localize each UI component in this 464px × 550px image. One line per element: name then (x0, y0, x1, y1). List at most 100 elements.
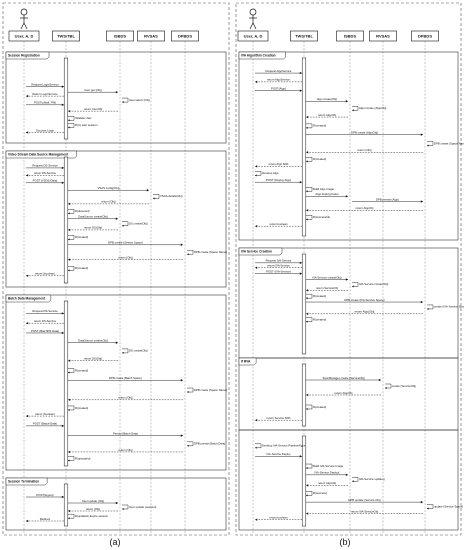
section-title: Session Termination (8, 480, 39, 484)
message-label: POST(uMail, PW) (34, 101, 56, 105)
message: return (boolean) (26, 412, 64, 418)
message-label: return AlgoObj (335, 391, 353, 395)
message: Request DS-Service (26, 309, 64, 315)
message: DPB create (Space Name) (427, 141, 464, 147)
message: DPB.update (Service Obj) (306, 498, 423, 504)
message: return DS(Obj) (68, 356, 118, 362)
message: R(created) (68, 405, 88, 411)
message: Return LoginService (26, 92, 64, 98)
message: return IVA-Service (255, 264, 302, 269)
message-label: DPB create (Stream Space) (108, 241, 143, 245)
message-label: Validate User (75, 116, 92, 120)
message: POST(logout) (26, 493, 64, 499)
section-title: Video Stream Data Source Management (8, 153, 69, 157)
message-label: Develop IVA-Service PipelineAlgos (262, 444, 306, 448)
message-label: POST (Deploy Algo) (266, 178, 291, 182)
message-label: return DS-Service (34, 319, 57, 323)
message: return (Obj) (68, 448, 183, 454)
message: return DS(Obj) (68, 226, 118, 232)
actor-figure-icon (249, 8, 257, 30)
message-label: IVA-Service create(Obj) (359, 282, 388, 286)
message: DS create(Obj) (122, 221, 148, 227)
actor-figure-icon (20, 8, 28, 30)
message: R(created) (306, 123, 326, 129)
message-label: R(created) (313, 405, 326, 409)
message: User.select (Obj) (122, 97, 150, 104)
section-title: IVA Service Creation (241, 250, 272, 254)
message: return Algo(Obj) (306, 310, 423, 315)
message-label: return (Obj) (357, 148, 371, 152)
message: R(created) (306, 404, 326, 410)
message: TopicManager create (ServiceObj) (306, 376, 381, 382)
message-label: create (IVA-Service Space) (434, 305, 464, 309)
message-label: DataSource create(Obj) (78, 215, 108, 219)
message: create (ServiceObj) (385, 383, 416, 389)
message-label: DataSource create(Obj) (78, 339, 108, 343)
message-label: POST (IVA-Service) (266, 269, 291, 273)
message: R(created) (68, 235, 88, 241)
lifeline-header-label: DPBDS (178, 34, 192, 39)
message-label: Develop Algo (262, 171, 279, 175)
message-label: DS create(Obj) (129, 222, 148, 226)
message-label: R(created) (313, 124, 326, 128)
message-label: return UserObj (84, 107, 103, 111)
message-label: return (Obj) (101, 200, 115, 204)
message: Request DS-Service (26, 164, 64, 170)
message: return (Obj) (306, 148, 423, 154)
section-frame: Video Stream Data Source ManagementReque… (5, 150, 227, 288)
message: Develop IVA-Service PipelineAlgos (255, 443, 306, 449)
message: VSAS.details(Obj) (153, 194, 183, 200)
message: POST(uMail, PW) (26, 101, 64, 107)
message: DPB create (AlgoObj) (306, 130, 423, 136)
message: DS create(Obj) (122, 348, 148, 354)
message-label: Algo.Create (AlgoObj) (359, 106, 386, 110)
message-label: R(created) (75, 368, 88, 372)
message-label: TopicManager create (ServiceObj) (322, 376, 365, 380)
message: R(U) start session (68, 123, 98, 129)
message: return (boolean) (26, 272, 64, 277)
message: R(created) (68, 266, 88, 272)
message: DataSource create(Obj) (68, 215, 118, 220)
message: DPB create (IVA-Service Space) (306, 298, 423, 304)
message: IVA-Service Deploy (255, 452, 302, 458)
message-label: DPB.update (Service Obj) (348, 498, 380, 502)
message-label: User get (Obj) (84, 88, 102, 92)
message-label: POST (VSDS-Data) (33, 179, 58, 183)
message: VSAS config(Obj) (68, 186, 149, 192)
activation-bar (63, 483, 69, 527)
message: R(successful) (306, 215, 330, 221)
message-label: DPB create (Space Name) (194, 250, 227, 254)
message-label: R(created) (75, 406, 88, 410)
message: Request AlgoService (255, 69, 302, 75)
message-label: DPB persist (Batch Data) (194, 442, 225, 446)
message-label: R(success) (313, 491, 327, 495)
message: Algo.Create (AlgoObj) (352, 106, 386, 112)
message: return AlgoObj (306, 481, 348, 487)
message: return DS-Service (26, 171, 64, 177)
lifeline-header-label: ISBDS (114, 34, 127, 39)
activation-bar (301, 57, 307, 237)
section-title: If RVA (241, 360, 251, 364)
message: R(success) (306, 491, 327, 497)
message-label: return (boolean) (35, 412, 55, 416)
message: R(updated) Expire session (68, 513, 108, 520)
message: DPB persist (Batch Data) (187, 441, 225, 447)
message: R(created) (68, 368, 88, 374)
message-label: User.select (Obj) (129, 98, 150, 102)
message-label: Algo deploy(Code) (315, 192, 338, 196)
message-label: return (Obj) (118, 255, 132, 259)
message-label: return Service SDK (267, 416, 291, 420)
message-label: IVA-Service Deploy( (315, 471, 340, 475)
message: return (Obj) (68, 507, 118, 513)
message: DPB create (Batch Space) (68, 376, 183, 382)
activation-bar (63, 300, 69, 467)
message: Redirect (26, 517, 64, 523)
message: return IVA-ServiceObj (306, 509, 423, 515)
message-label: R(detected) (75, 209, 90, 213)
message-label: Request IVA-Service (266, 259, 292, 263)
lifeline-header-label: User, A, D (244, 34, 263, 39)
message: return boolean (255, 516, 302, 521)
message-label: VSAS config(Obj) (98, 186, 120, 190)
message-label: POST (BatchDS-Data) (31, 329, 59, 333)
